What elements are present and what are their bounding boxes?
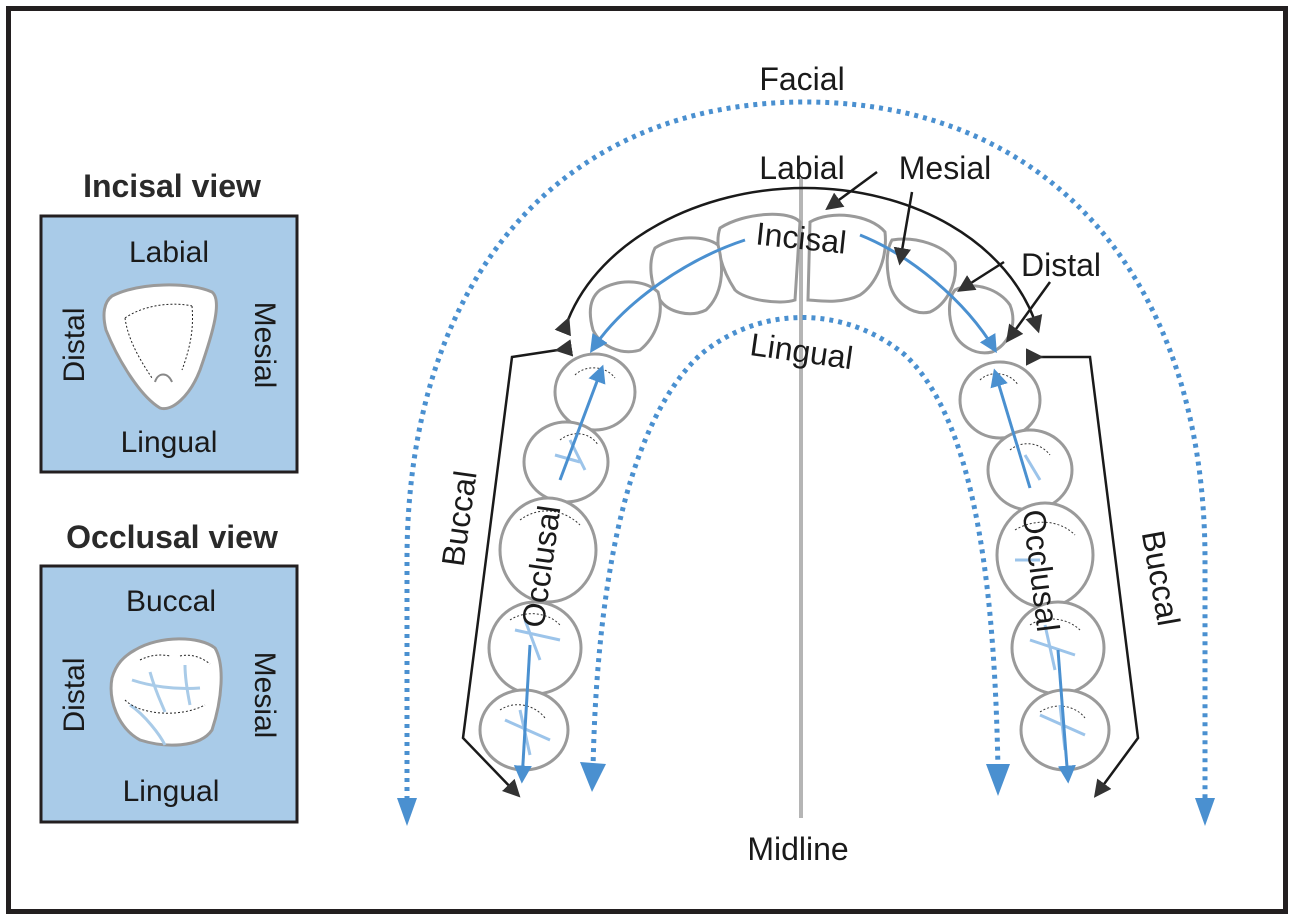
tooth-premolar-1-right — [958, 360, 1042, 440]
incisal-distal-label: Distal — [58, 307, 91, 382]
facial-right-arrowhead — [1195, 798, 1215, 826]
incisal-view-panel: Incisal view Labial Lingual Distal Mesia… — [39, 168, 299, 474]
distal-label: Distal — [1021, 247, 1101, 283]
mesial-label: Mesial — [899, 150, 991, 186]
tooth-premolar-2-right — [986, 428, 1074, 512]
facial-label: Facial — [759, 61, 844, 97]
buccal-left-label: Buccal — [435, 468, 484, 568]
tooth-canine-right — [948, 284, 1015, 355]
molar-tooth-icon — [109, 637, 223, 747]
occlusal-distal-label: Distal — [58, 657, 91, 732]
occlusal-view-title: Occlusal view — [66, 519, 278, 555]
occlusal-lingual-label: Lingual — [123, 775, 220, 808]
occlusal-buccal-label: Buccal — [126, 585, 216, 618]
labial-label: Labial — [759, 150, 844, 186]
incisal-labial-label: Labial — [129, 236, 209, 269]
tooth-lateral-incisor-right — [885, 237, 957, 315]
incisor-tooth-icon — [102, 283, 218, 411]
dental-arch: Facial Labial Mesial Distal Incisal Ling… — [397, 61, 1215, 867]
occlusal-mesial-label: Mesial — [248, 652, 281, 739]
facial-left-arrowhead — [397, 798, 417, 826]
distal-pointer-upper — [957, 260, 1005, 292]
midline-label: Midline — [747, 831, 848, 867]
buccal-right-bracket — [1026, 348, 1140, 798]
lingual-dotted-arc — [590, 315, 1001, 771]
lingual-left-arrowhead — [580, 762, 606, 792]
distal-pointer-lower — [1005, 281, 1052, 343]
buccal-left-bracket — [461, 339, 574, 798]
incisal-mesial-label: Mesial — [248, 302, 281, 389]
occlusal-right-up-arrow — [990, 368, 1032, 489]
occlusal-view-panel: Occlusal view Buccal Lingual Distal Mesi… — [39, 519, 299, 824]
lingual-right-arrowhead — [986, 764, 1010, 796]
mesial-pointer-top — [825, 170, 878, 211]
tooth-premolar-1-left — [553, 352, 637, 432]
lingual-label: Lingual — [748, 326, 855, 376]
teeth-group — [478, 212, 1111, 772]
buccal-right-label: Buccal — [1135, 528, 1187, 629]
incisal-view-title: Incisal view — [83, 168, 261, 204]
labial-arc-arrow — [554, 186, 1043, 337]
mesial-pointer-lower — [893, 191, 914, 266]
incisal-lingual-label: Lingual — [121, 426, 218, 459]
